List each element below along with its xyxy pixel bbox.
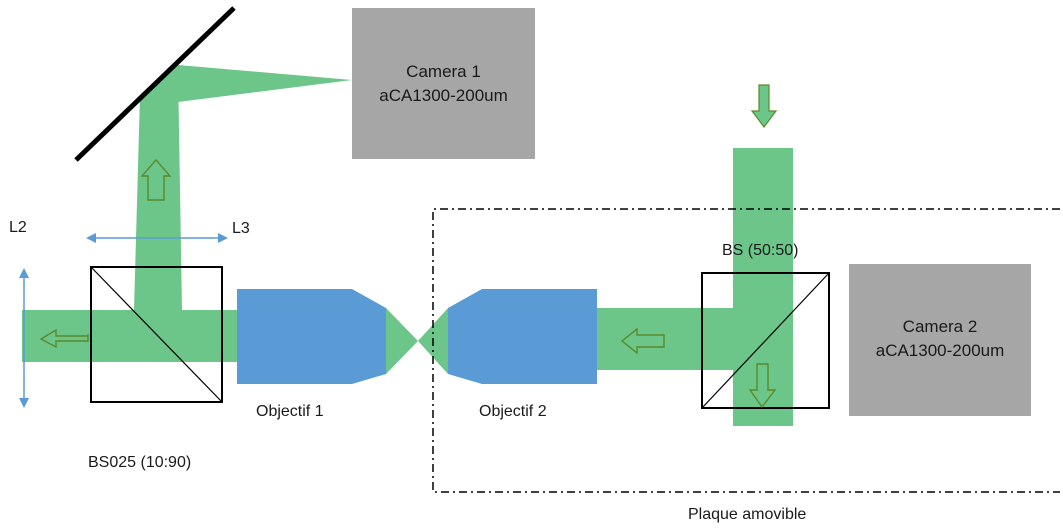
hollow-arrow-left-icon-2 <box>620 327 665 355</box>
beam-vertical-left <box>134 70 182 310</box>
label-objectif1: Objectif 1 <box>256 403 324 420</box>
label-bs-right: BS (50:50) <box>722 242 799 259</box>
label-bs-left: BS025 (10:90) <box>88 454 192 471</box>
camera1-model: aCA1300-200um <box>379 86 508 105</box>
camera2-box <box>849 264 1031 416</box>
camera1-box <box>352 8 535 159</box>
objectif1-shape <box>237 289 386 384</box>
objectif2-shape <box>448 289 597 384</box>
beam-paths <box>22 65 793 426</box>
beam-horizontal-right <box>596 308 736 370</box>
beam-focus <box>386 308 418 374</box>
beam-splitter-right <box>701 272 830 409</box>
beam-to-camera1 <box>140 65 352 102</box>
camera2-model: aCA1300-200um <box>875 341 1005 360</box>
label-plaque-amovible: Plaque amovible <box>688 506 807 523</box>
beam-vertical-right <box>733 148 793 426</box>
double-headed-arrow-icon-horizontal <box>86 233 228 243</box>
mirror <box>74 6 236 162</box>
hollow-arrow-up-icon <box>140 158 172 201</box>
hollow-arrow-left-icon <box>39 328 89 349</box>
beam-splitter-left <box>90 266 223 403</box>
label-objectif2: Objectif 2 <box>479 403 547 420</box>
camera2-name: Camera 2 <box>902 317 978 336</box>
plaque-amovible-frame <box>432 208 1060 493</box>
label-l3: L3 <box>232 220 250 237</box>
camera1-name: Camera 1 <box>406 62 481 81</box>
double-headed-arrow-icon-vertical <box>19 268 29 408</box>
arrow-down-icon-filled <box>750 84 778 128</box>
camera2-label: Camera 2 aCA1300-200um <box>849 315 1031 363</box>
label-l2: L2 <box>9 219 27 236</box>
hollow-arrow-down-icon <box>748 363 777 409</box>
beam-horizontal-left <box>22 310 237 362</box>
camera1-label: Camera 1 aCA1300-200um <box>352 60 535 108</box>
